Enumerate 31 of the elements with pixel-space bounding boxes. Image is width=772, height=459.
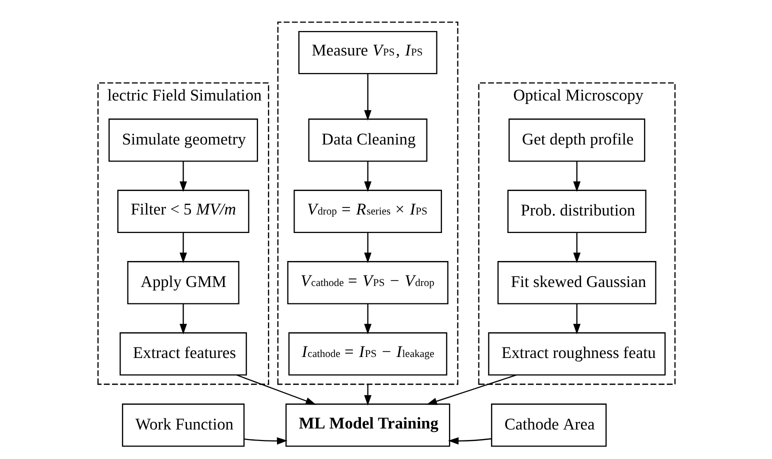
arrow (572, 161, 580, 192)
arrow (364, 304, 371, 334)
node-box: Extract features (119, 332, 246, 376)
arrow (364, 232, 371, 264)
node-box: Prob. distribution (506, 190, 646, 233)
node-box: Measure VPS, IPS (298, 30, 437, 74)
node-box: Extract roughness featu (488, 332, 666, 376)
arrow (364, 161, 371, 192)
node-box: Vcathode = VPS − Vdrop (286, 261, 448, 304)
node-box: Icathode = IPS − Ileakage (288, 332, 447, 376)
cluster (276, 22, 458, 385)
node-box: Filter < 5 MV/m (116, 190, 249, 233)
node-box: Get depth profile (508, 118, 645, 162)
arrow (236, 374, 316, 405)
node-box: Work Function (121, 404, 244, 447)
arrow (572, 304, 580, 334)
arrow (179, 304, 186, 334)
node-box: ML Model Training (284, 404, 450, 447)
arrow (244, 437, 287, 445)
arrow (572, 232, 580, 264)
arrow (179, 161, 186, 192)
node-box: Simulate geometry (108, 118, 258, 162)
node-box: Apply GMM (126, 261, 239, 304)
arrow (364, 74, 371, 121)
arrow (448, 437, 492, 445)
arrow (364, 384, 371, 406)
node-box: Vdrop = Rseries × IPS (293, 190, 442, 233)
node-box: Data Cleaning (308, 118, 427, 162)
arrow (179, 232, 186, 264)
node-box: Fit skewed Gaussian (496, 261, 656, 304)
node-box: Cathode Area (490, 404, 606, 447)
